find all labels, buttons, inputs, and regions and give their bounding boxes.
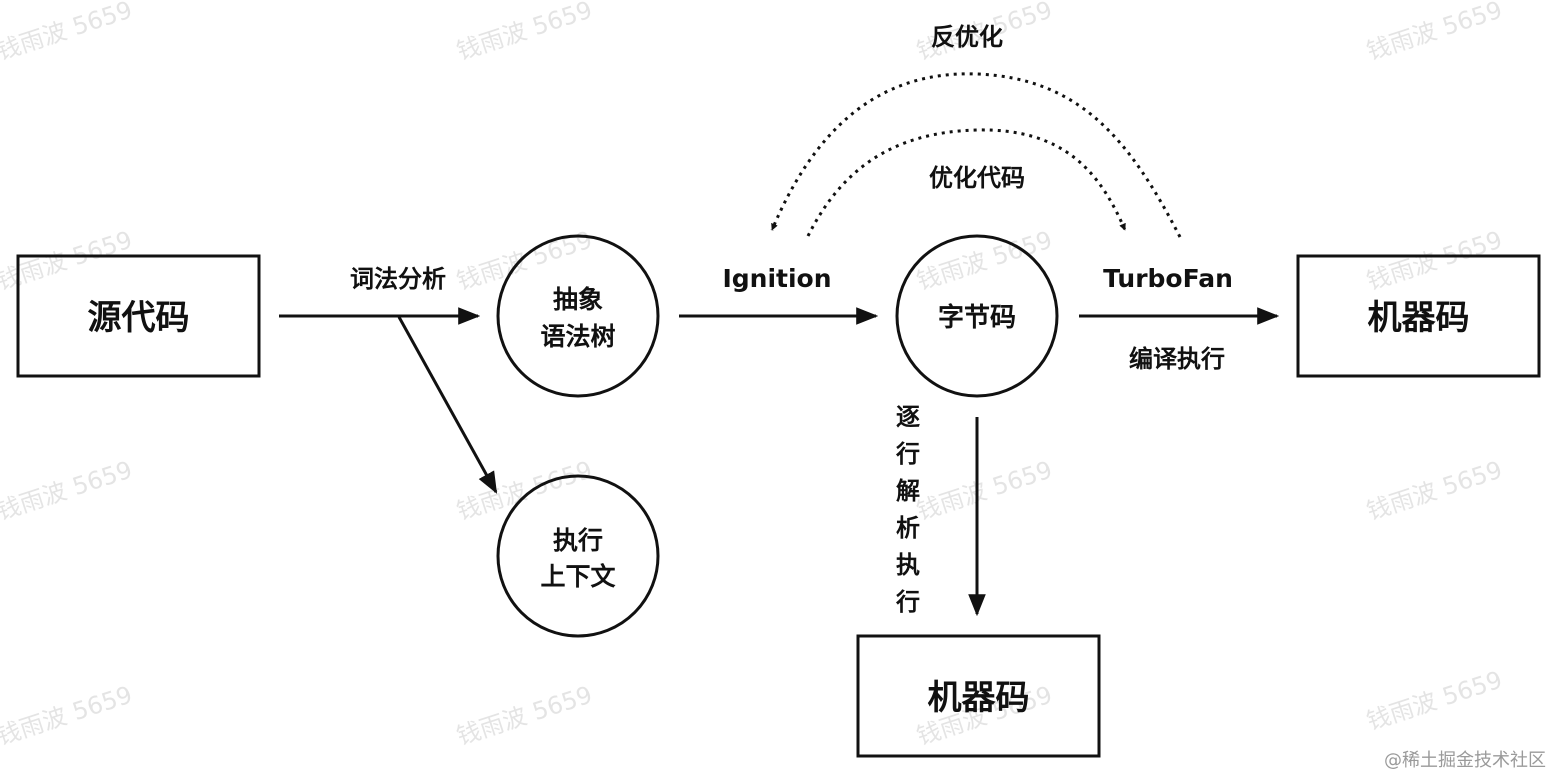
edge-bytecode-to-bottom-machine-code: 逐 行 解 析 执 行 — [895, 403, 986, 617]
site-credit: @稀土掘金技术社区 — [1384, 750, 1546, 771]
node-circle — [496, 234, 660, 398]
watermark-text: 钱雨波 5659 — [0, 226, 136, 296]
watermark-text: 钱雨波 5659 — [1363, 0, 1505, 66]
watermark-text: 钱雨波 5659 — [0, 456, 136, 526]
edge-label-char: 行 — [895, 588, 920, 616]
node-label-bytecode: 字节码 — [938, 302, 1016, 333]
node-source-code: 源代码 — [16, 254, 261, 378]
edge-label-char: 逐 — [896, 403, 920, 431]
node-box — [1296, 254, 1541, 378]
node-circle — [496, 474, 660, 638]
node-circle — [895, 234, 1059, 398]
edge-label-optimized-code: 优化代码 — [929, 164, 1025, 192]
watermark-text: 钱雨波 5659 — [453, 681, 595, 751]
node-label-exec-ctx-line1: 执行 — [553, 526, 603, 555]
edge-label-deoptimize: 反优化 — [931, 23, 1003, 51]
watermark-text: 钱雨波 5659 — [453, 0, 595, 66]
watermark-text: 钱雨波 5659 — [1363, 456, 1505, 526]
edge-source-to-ast: 词法分析 — [279, 265, 481, 325]
edge-label-char: 执 — [896, 551, 920, 579]
watermark-text: 钱雨波 5659 — [913, 456, 1055, 526]
node-machine-code-right: 机器码 — [1296, 254, 1541, 378]
edge-label-turbofan: TurboFan — [1103, 264, 1233, 293]
edge-to-execution-context — [397, 316, 498, 494]
node-machine-code-bottom: 机器码 — [856, 634, 1101, 758]
node-label-machine-code-right: 机器码 — [1368, 298, 1470, 338]
edge-label-compile-execute: 编译执行 — [1129, 345, 1225, 373]
dotted-arc — [770, 72, 1182, 238]
node-label-source-code: 源代码 — [88, 298, 190, 338]
node-label-ast-line1: 抽象 — [553, 285, 603, 314]
node-execution-context: 执行 上下文 — [496, 474, 660, 638]
node-bytecode: 字节码 — [895, 234, 1059, 398]
edge-ast-to-bytecode: Ignition — [679, 264, 879, 325]
edge-label-interpret-line-by-line: 逐 行 解 析 执 行 — [895, 403, 920, 616]
watermark-text: 钱雨波 5659 — [1363, 226, 1505, 296]
arrow-line — [397, 316, 498, 494]
watermark-text: 钱雨波 5659 — [0, 681, 136, 751]
node-box — [16, 254, 261, 378]
node-label-ast-line2: 语法树 — [540, 322, 615, 351]
node-label-machine-code-bottom: 机器码 — [928, 678, 1030, 718]
node-ast: 抽象 语法树 — [496, 234, 660, 398]
edge-label-lexical-analysis: 词法分析 — [350, 265, 446, 293]
watermark-text: 钱雨波 5659 — [1363, 666, 1505, 736]
edge-label-char: 解 — [896, 477, 920, 505]
edge-label-ignition: Ignition — [722, 264, 831, 293]
node-box — [856, 634, 1101, 758]
watermark-text: 钱雨波 5659 — [0, 0, 136, 66]
edge-label-char: 析 — [896, 514, 920, 542]
edge-label-char: 行 — [895, 440, 920, 468]
edge-bytecode-to-machine-code: TurboFan 编译执行 — [1079, 264, 1280, 373]
edge-deoptimize: 反优化 — [770, 23, 1182, 238]
node-label-exec-ctx-line2: 上下文 — [540, 562, 616, 591]
edge-optimized-code: 优化代码 — [806, 128, 1127, 237]
watermark-text: 钱雨波 5659 — [453, 456, 595, 526]
